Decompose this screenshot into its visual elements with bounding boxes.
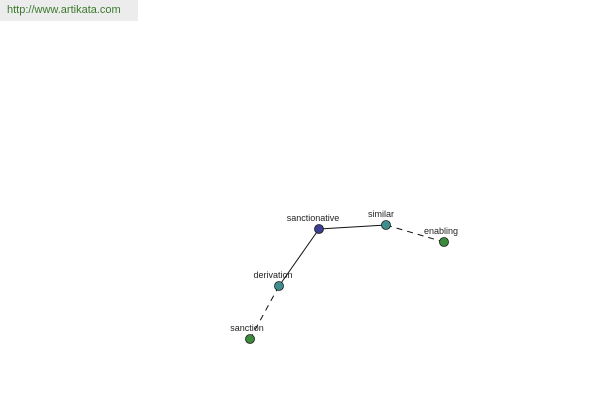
- graph-edges: [249, 224, 445, 340]
- node-enabling[interactable]: [439, 237, 449, 247]
- node-sanction[interactable]: [245, 334, 255, 344]
- watermark-url: http://www.artikata.com: [0, 0, 138, 21]
- graph-nodes: sanctionative similar enabling derivation sa…: [230, 209, 458, 344]
- node-label-sanctionative: sanctionative: [287, 213, 340, 223]
- node-derivation[interactable]: [274, 281, 284, 291]
- node-label-derivation: derivation: [253, 270, 292, 280]
- edge-sanctionative-similar: [318, 224, 387, 230]
- node-similar[interactable]: [381, 220, 391, 230]
- node-label-similar: similar: [368, 209, 394, 219]
- edge-sanctionative-derivation: [278, 228, 320, 287]
- node-label-sanction: sanction: [230, 323, 264, 333]
- node-sanctionative[interactable]: [314, 224, 324, 234]
- node-label-enabling: enabling: [424, 226, 458, 236]
